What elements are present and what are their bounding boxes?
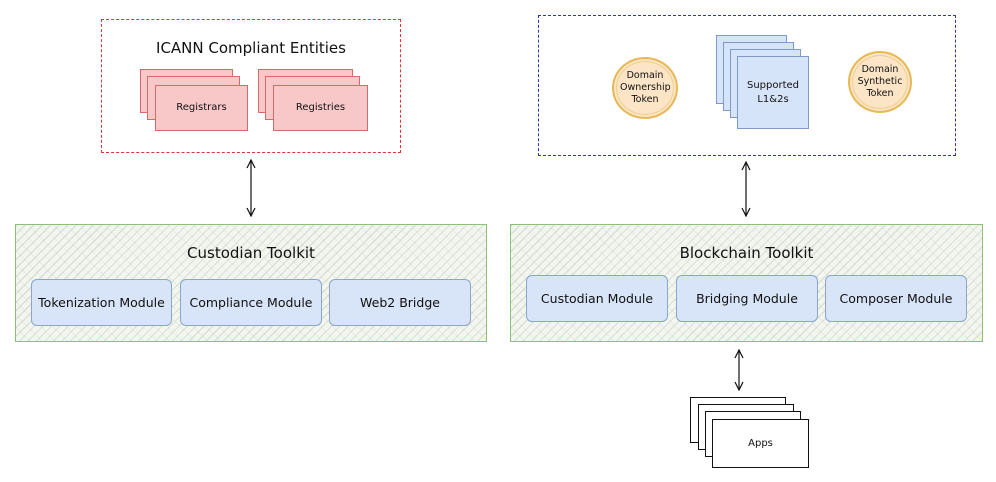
- apps-label: Apps: [748, 437, 773, 449]
- registrars-label: Registrars: [176, 102, 227, 114]
- chain-assets-frame: [538, 15, 956, 156]
- bridging-module-label: Bridging Module: [696, 291, 798, 306]
- blockchain-toolkit-title: Blockchain Toolkit: [679, 244, 814, 262]
- composer-module-label: Composer Module: [839, 291, 953, 306]
- registries-label: Registries: [295, 102, 346, 114]
- registrars-card[interactable]: Registrars: [155, 85, 248, 131]
- domain-synthetic-token-label: Domain Synthetic Token: [857, 64, 903, 99]
- composer-module[interactable]: Composer Module: [825, 275, 967, 322]
- web2-bridge-module[interactable]: Web2 Bridge: [329, 279, 471, 326]
- web2-bridge-label: Web2 Bridge: [360, 295, 440, 310]
- tokenization-module-label: Tokenization Module: [38, 295, 165, 310]
- apps-card[interactable]: Apps: [712, 419, 809, 468]
- supported-l2s-label: Supported L1&2s: [746, 80, 800, 105]
- domain-ownership-token[interactable]: Domain Ownership Token: [612, 57, 678, 119]
- custodian-toolkit-title: Custodian Toolkit: [187, 244, 315, 262]
- supported-l2s-card[interactable]: Supported L1&2s: [737, 56, 809, 129]
- custodian-module-label: Custodian Module: [540, 291, 654, 306]
- custodian-module[interactable]: Custodian Module: [526, 275, 668, 322]
- icann-title: ICANN Compliant Entities: [156, 39, 346, 57]
- icann-entities-frame: ICANN Compliant Entities: [101, 19, 401, 153]
- domain-ownership-token-label: Domain Ownership Token: [620, 70, 671, 105]
- compliance-module[interactable]: Compliance Module: [180, 279, 322, 326]
- tokenization-module[interactable]: Tokenization Module: [31, 279, 172, 326]
- domain-synthetic-token[interactable]: Domain Synthetic Token: [848, 51, 912, 113]
- compliance-module-label: Compliance Module: [189, 295, 313, 310]
- bridging-module[interactable]: Bridging Module: [676, 275, 818, 322]
- registries-card[interactable]: Registries: [273, 85, 368, 131]
